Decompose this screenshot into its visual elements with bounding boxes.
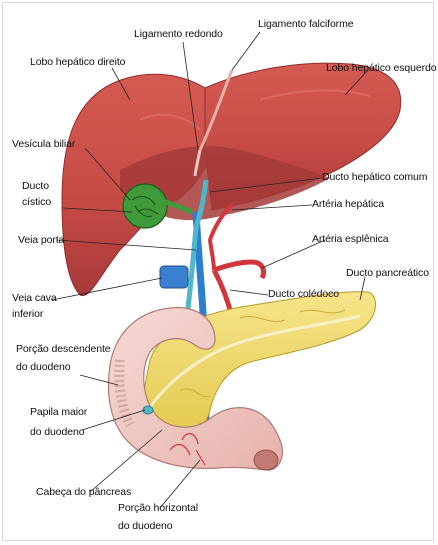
- label-ligamento-redondo: Ligamento redondo: [134, 28, 223, 41]
- label-ligamento-falciforme: Ligamento falciforme: [258, 18, 353, 31]
- label-ducto-cistico-line2: cístico: [22, 196, 51, 209]
- duodenum-opening: [254, 450, 278, 470]
- label-arteria-hepatica: Artéria hepática: [312, 198, 384, 211]
- inferior-vena-cava: [160, 266, 188, 288]
- label-porcao-descendente-line2: do duodeno: [16, 361, 111, 374]
- label-lobo-direito: Lobo hepático direito: [30, 56, 125, 69]
- label-ducto-pancreatico: Ducto pancreático: [346, 267, 429, 280]
- label-ducto-coledoco: Ducto colédoco: [268, 288, 339, 301]
- label-papila-maior-line1: Papila maior: [30, 406, 87, 419]
- label-arteria-esplenica: Artéria esplênica: [312, 233, 389, 246]
- label-ducto-cistico-line1: Ducto: [22, 180, 51, 193]
- label-papila-maior-line2: do duodeno: [30, 426, 87, 439]
- label-porcao-horizontal: Porção horizontal do duodeno: [118, 502, 198, 533]
- label-veia-cava-line1: Veia cava: [12, 292, 57, 305]
- label-porcao-descendente: Porção descendente do duodeno: [16, 343, 111, 374]
- label-ducto-hepatico-comum: Ducto hepático comum: [322, 171, 427, 184]
- label-cabeca-pancreas: Cabeça do pâncreas: [36, 486, 131, 499]
- label-veia-cava-line2: inferior: [12, 308, 57, 321]
- label-veia-cava: Veia cava inferior: [12, 292, 57, 321]
- label-porcao-descendente-line1: Porção descendente: [16, 343, 111, 356]
- label-vesicula-biliar: Vesícula biliar: [12, 138, 75, 151]
- label-lobo-esquerdo: Lobo hepático esquerdo: [326, 62, 436, 75]
- label-papila-maior: Papila maior do duodeno: [30, 406, 87, 439]
- label-porcao-horizontal-line2: do duodeno: [118, 520, 198, 533]
- label-porcao-horizontal-line1: Porção horizontal: [118, 502, 198, 515]
- label-ducto-cistico: Ducto cístico: [22, 180, 51, 209]
- label-veia-porta: Veia porta: [18, 234, 64, 247]
